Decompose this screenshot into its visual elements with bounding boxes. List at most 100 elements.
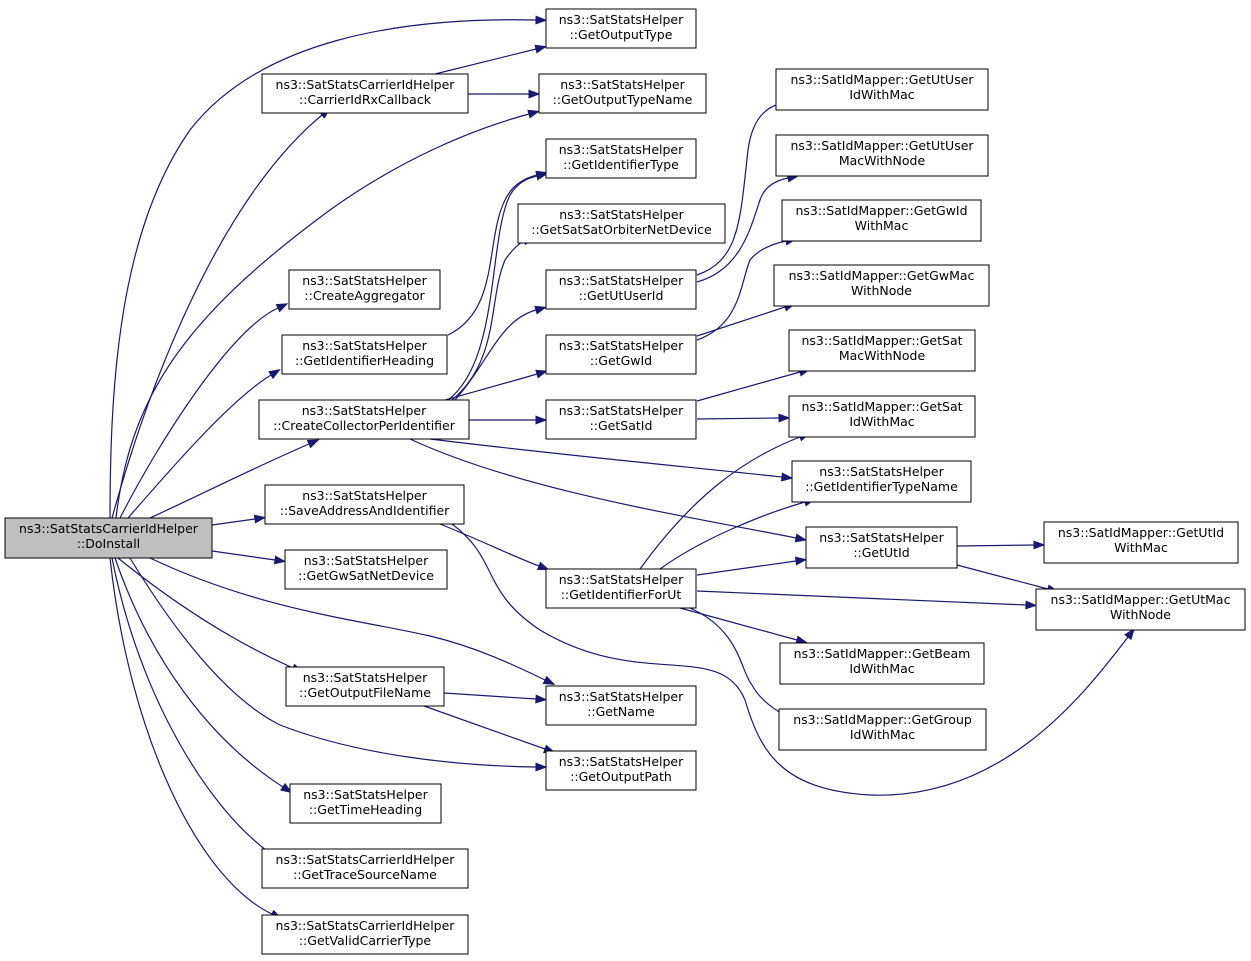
node-getidentifiertypename[interactable]: ns3::SatStatsHelper::GetIdentifierTypeNa… — [791, 460, 972, 503]
node-box[interactable] — [261, 848, 469, 889]
node-label-line-2: IdWithMac — [849, 414, 914, 429]
arrow-head — [794, 533, 808, 543]
node-label-line-1: ns3::SatIdMapper::GetGwMac — [789, 268, 975, 283]
node-box[interactable] — [788, 329, 976, 372]
node-box[interactable] — [791, 460, 972, 503]
node-label-line-1: ns3::SatStatsHelper — [302, 488, 427, 503]
edge-line — [127, 374, 272, 519]
node-box[interactable] — [778, 708, 987, 751]
node-box[interactable] — [538, 73, 707, 114]
node-getsatid[interactable]: ns3::SatStatsHelper::GetSatId — [545, 399, 697, 440]
node-box[interactable] — [545, 8, 697, 49]
edge-doinstall-to-getoutputtypename — [115, 109, 541, 519]
arrow-head — [536, 561, 550, 571]
node-getgwid[interactable]: ns3::SatStatsHelper::GetGwId — [545, 334, 697, 375]
node-label-line-2: ::GetUtUserId — [579, 288, 664, 303]
edge-line — [211, 550, 276, 561]
node-box[interactable] — [788, 395, 976, 438]
edge-doinstall-to-getidentifierheading — [127, 369, 281, 519]
node-saveaddress[interactable]: ns3::SatStatsHelper::SaveAddressAndIdent… — [264, 484, 465, 525]
edge-line — [444, 373, 538, 401]
node-box[interactable] — [781, 199, 982, 242]
node-box[interactable] — [1043, 521, 1239, 564]
node-getoutputpath[interactable]: ns3::SatStatsHelper::GetOutputPath — [545, 750, 697, 791]
node-label-line-2: WithNode — [1110, 607, 1171, 622]
node-getgwsatnetdevice[interactable]: ns3::SatStatsHelper::GetGwSatNetDevice — [284, 549, 448, 590]
node-box[interactable] — [4, 517, 213, 559]
node-getsatorbiter[interactable]: ns3::SatStatsHelper::GetSatSatOrbiterNet… — [517, 203, 726, 244]
node-box[interactable] — [261, 73, 469, 114]
node-label-line-2: ::CreateAggregator — [304, 288, 425, 303]
edge-line — [689, 607, 787, 717]
node-getutuserid[interactable]: ns3::SatStatsHelper::GetUtUserId — [545, 269, 697, 310]
node-label-line-2: WithMac — [1114, 540, 1168, 555]
node-getidentifiertype[interactable]: ns3::SatStatsHelper::GetIdentifierType — [545, 138, 697, 179]
edge-line — [439, 523, 540, 567]
node-box[interactable] — [545, 138, 697, 179]
node-box[interactable] — [281, 334, 448, 375]
node-box[interactable] — [517, 203, 726, 244]
node-box[interactable] — [289, 783, 442, 824]
node-box[interactable] — [775, 134, 989, 177]
node-carrieridrx[interactable]: ns3::SatStatsCarrierIdHelper::CarrierIdR… — [261, 73, 469, 114]
node-box[interactable] — [545, 568, 697, 609]
node-box[interactable] — [284, 549, 448, 590]
node-createaggregator[interactable]: ns3::SatStatsHelper::CreateAggregator — [288, 269, 441, 310]
node-label-line-1: ns3::SatStatsHelper — [559, 689, 684, 704]
node-getidentifierheading[interactable]: ns3::SatStatsHelper::GetIdentifierHeadin… — [281, 334, 448, 375]
node-box[interactable] — [545, 685, 697, 726]
node-box[interactable] — [775, 68, 989, 111]
node-getoutputtypename[interactable]: ns3::SatStatsHelper::GetOutputTypeName — [538, 73, 707, 114]
node-box[interactable] — [1035, 588, 1246, 631]
node-box[interactable] — [288, 269, 441, 310]
node-getoutputtype[interactable]: ns3::SatStatsHelper::GetOutputType — [545, 8, 697, 49]
node-box[interactable] — [285, 666, 445, 707]
node-createcollector[interactable]: ns3::SatStatsHelper::CreateCollectorPerI… — [258, 399, 470, 440]
node-box[interactable] — [545, 750, 697, 791]
node-box[interactable] — [545, 399, 697, 440]
node-label-line-2: ::GetTraceSourceName — [293, 867, 437, 882]
node-label-line-2: ::CreateCollectorPerIdentifier — [273, 418, 456, 433]
node-label-line-1: ns3::SatStatsHelper — [560, 77, 685, 92]
edge-getutuserid-to-mapper_getutuseridwithmac — [696, 99, 790, 276]
node-box[interactable] — [779, 642, 985, 685]
node-box[interactable] — [261, 914, 469, 955]
node-getoutputfilename[interactable]: ns3::SatStatsHelper::GetOutputFileName — [285, 666, 445, 707]
edge-createcollector-to-getutuserid — [454, 305, 547, 401]
node-label-line-1: ns3::SatStatsHelper — [304, 553, 429, 568]
node-label-line-2: ::GetUtId — [853, 545, 909, 560]
arrow-head — [275, 303, 289, 313]
node-box[interactable] — [264, 484, 465, 525]
node-gettracesourcename[interactable]: ns3::SatStatsCarrierIdHelper::GetTraceSo… — [261, 848, 469, 889]
node-box[interactable] — [773, 264, 990, 307]
edge-line — [639, 436, 801, 570]
node-getutid[interactable]: ns3::SatStatsHelper::GetUtId — [805, 526, 958, 569]
node-box[interactable] — [258, 399, 470, 440]
node-doinstall[interactable]: ns3::SatStatsCarrierIdHelper::DoInstall — [4, 517, 213, 559]
node-label-line-1: ns3::SatStatsHelper — [302, 338, 427, 353]
node-getname[interactable]: ns3::SatStatsHelper::GetName — [545, 685, 697, 726]
node-label-line-2: ::GetSatId — [590, 418, 653, 433]
edge-line — [447, 174, 538, 336]
edge-doinstall-to-getname — [149, 557, 556, 685]
node-label-line-2: ::GetSatSatOrbiterNetDevice — [531, 222, 712, 237]
node-label-line-1: ns3::SatIdMapper::GetUtUser — [790, 72, 974, 87]
node-box[interactable] — [545, 334, 697, 375]
node-box[interactable] — [805, 526, 958, 569]
edge-line — [956, 544, 1035, 547]
node-getidentifierforut[interactable]: ns3::SatStatsHelper::GetIdentifierForUt — [545, 568, 697, 609]
node-box[interactable] — [545, 269, 697, 310]
edge-line — [109, 19, 537, 519]
node-getvalidcarriertype[interactable]: ns3::SatStatsCarrierIdHelper::GetValidCa… — [261, 914, 469, 955]
node-gettimeheading[interactable]: ns3::SatStatsHelper::GetTimeHeading — [289, 783, 442, 824]
